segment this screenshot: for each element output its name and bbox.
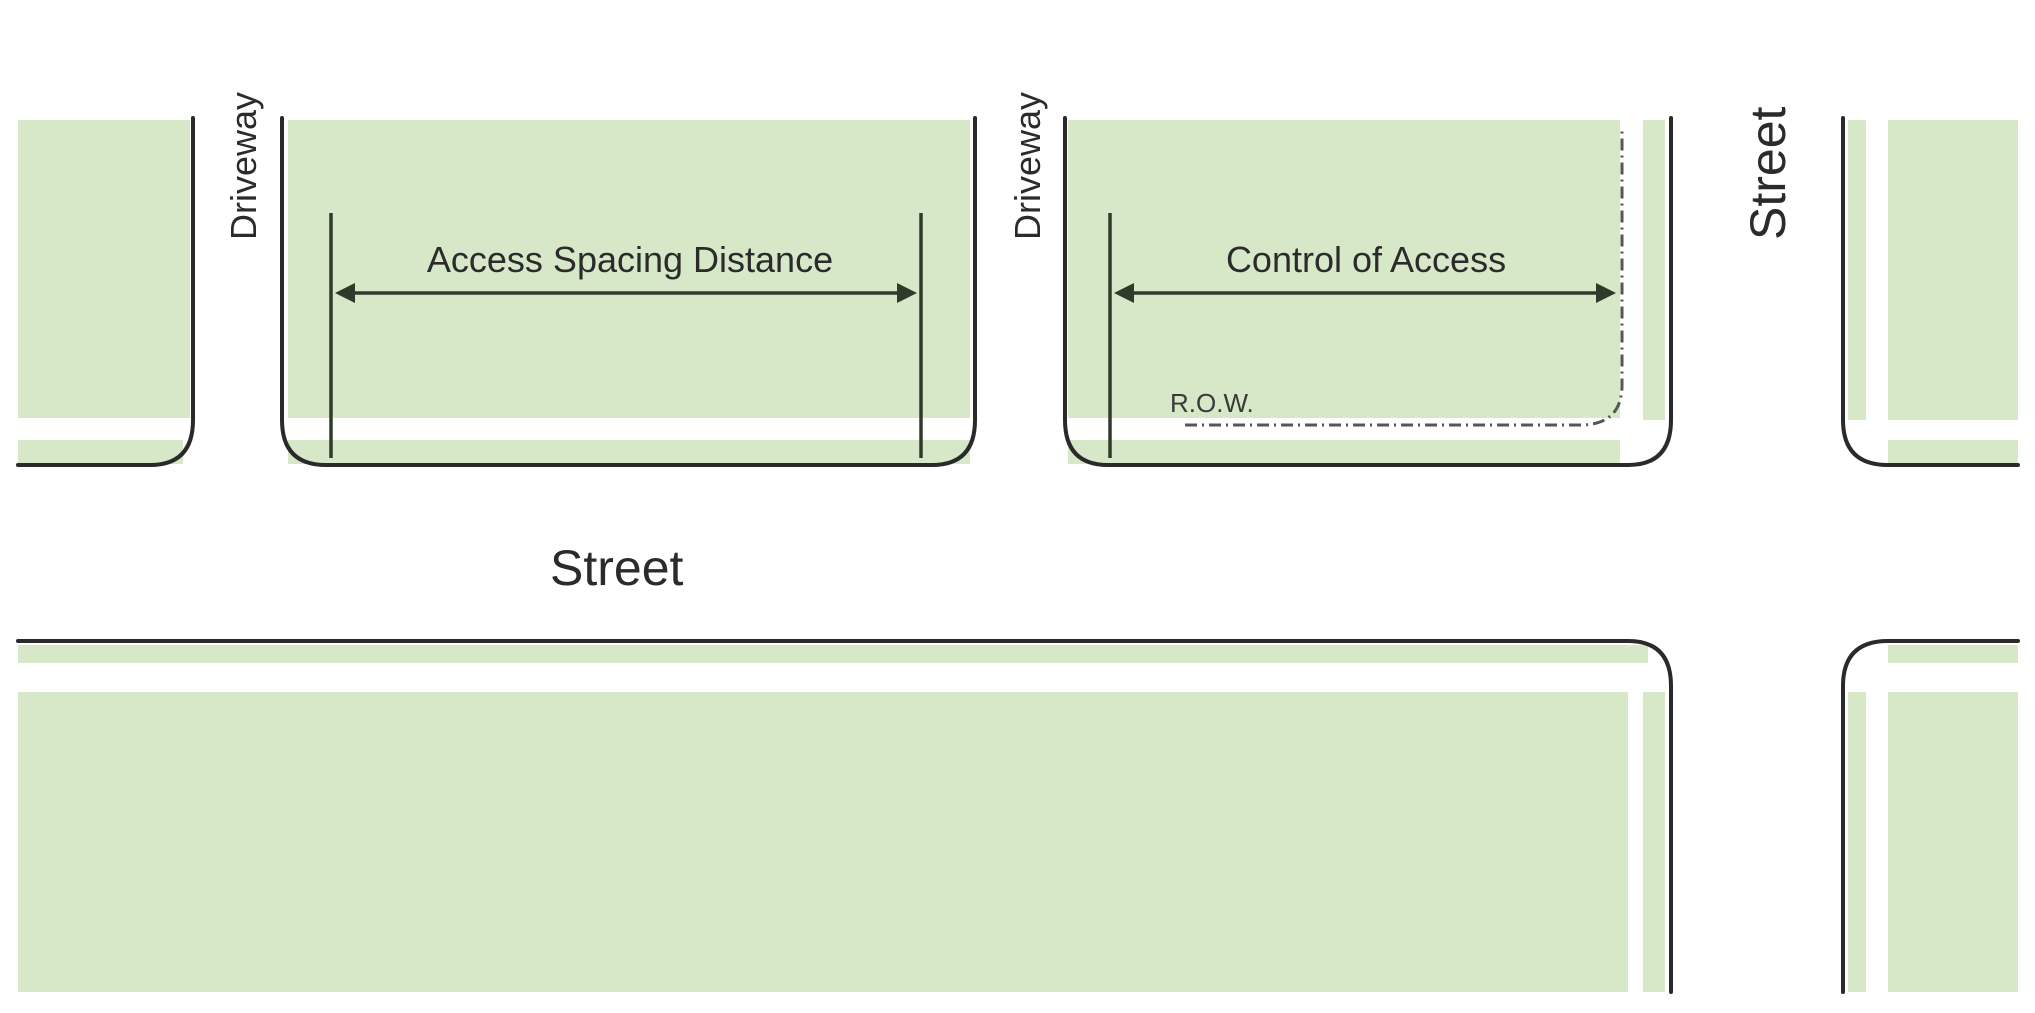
arrowhead-left-icon: [335, 283, 355, 303]
row-label: R.O.W.: [1170, 388, 1254, 418]
lot-top-right-edge-strip: [1848, 120, 1866, 420]
lot-bottom: [18, 692, 1628, 992]
arrowhead-right-icon: [1596, 283, 1616, 303]
access-spacing-label: Access Spacing Distance: [427, 239, 833, 280]
main-street-label: Street: [550, 540, 684, 596]
curb-bottom-right-block: [1841, 639, 2020, 994]
row-boundary-line: [1185, 128, 1624, 427]
arrowhead-left-icon: [1114, 283, 1134, 303]
lot-middle-strip: [288, 440, 970, 464]
lot-top-right-strip: [1888, 440, 2018, 464]
lot-bottom-right-strip: [1888, 645, 2018, 663]
control-of-access-dimension: [1108, 213, 1616, 458]
curb-lines: [16, 116, 2020, 994]
curb-right-block: [1063, 116, 1673, 467]
curb-far-left: [16, 116, 195, 467]
cross-street-label: Street: [1740, 106, 1796, 240]
lot-right: [1068, 120, 1620, 418]
access-spacing-dimension: [329, 213, 923, 458]
lot-bottom-edge-strip: [1643, 692, 1665, 992]
arrowhead-right-icon: [897, 283, 917, 303]
lot-bottom-right: [1888, 692, 2018, 992]
lot-bottom-strip: [18, 645, 1648, 663]
lot-right-strip: [1068, 440, 1620, 464]
curb-top-right-block: [1841, 116, 2020, 467]
lot-middle: [288, 120, 970, 418]
lot-areas: [18, 120, 2018, 992]
lot-right-edge-strip: [1643, 120, 1665, 420]
lot-bottom-right-edge-strip: [1848, 692, 1866, 992]
lot-top-right: [1888, 120, 2018, 420]
driveway-left-label: Driveway: [223, 92, 264, 240]
curb-bottom-block: [16, 639, 1673, 994]
curb-middle-block: [280, 116, 977, 467]
control-of-access-label: Control of Access: [1226, 239, 1506, 280]
driveway-right-label: Driveway: [1007, 92, 1048, 240]
lot-far-left-strip: [18, 440, 183, 464]
lot-far-left: [18, 120, 190, 418]
